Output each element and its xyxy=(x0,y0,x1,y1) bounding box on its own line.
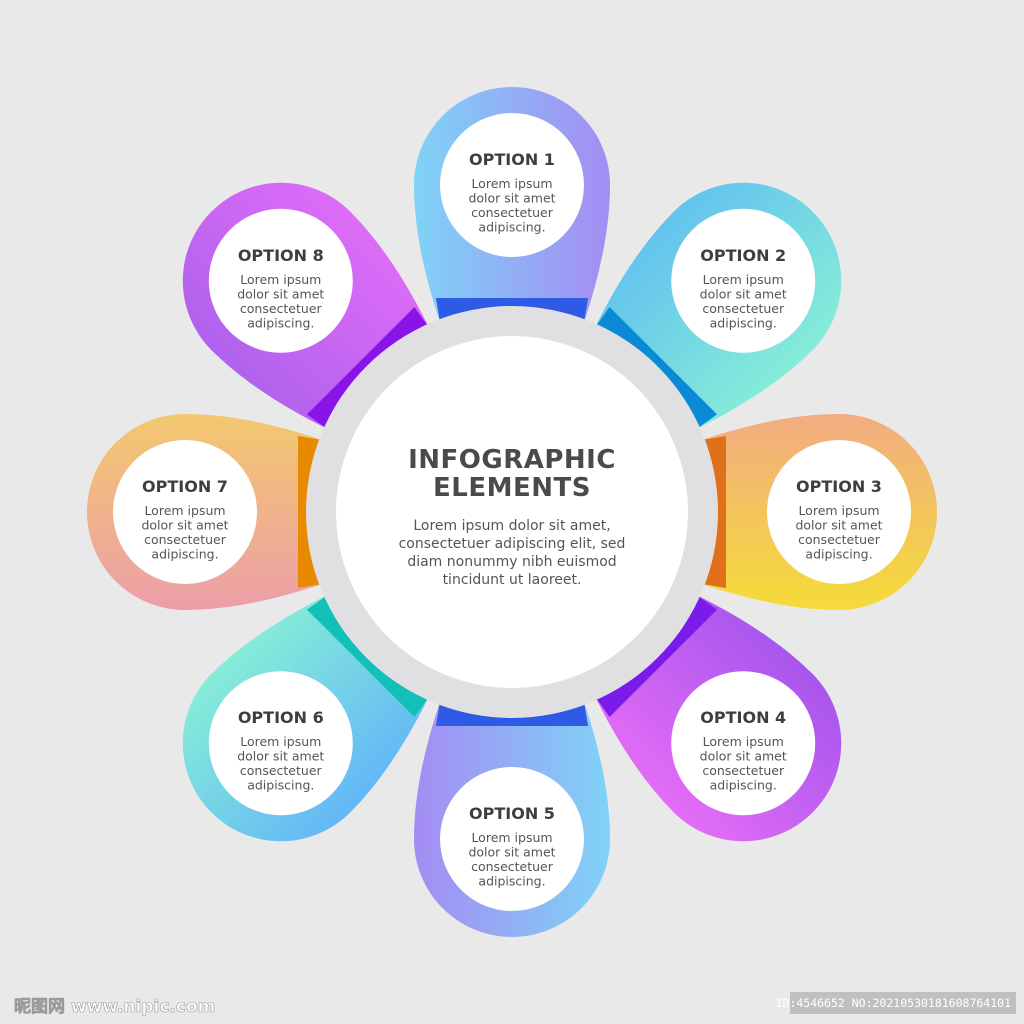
center-body-line-4: tincidunt ut laoreet. xyxy=(443,572,582,588)
option-7-body-line-4: adipiscing. xyxy=(151,547,218,562)
option-6-body-line-3: consectetuer xyxy=(240,763,323,778)
center-title-line-2: ELEMENTS xyxy=(433,473,591,503)
option-2-body-line-3: consectetuer xyxy=(702,301,785,316)
option-1-title: OPTION 1 xyxy=(469,150,555,169)
option-4-title: OPTION 4 xyxy=(700,708,786,727)
option-4-body-line-1: Lorem ipsum xyxy=(703,734,784,749)
option-8-disc xyxy=(208,208,353,353)
option-7-disc xyxy=(113,440,257,584)
option-5-body-line-2: dolor sit amet xyxy=(468,845,555,860)
option-5-body-line-4: adipiscing. xyxy=(478,874,545,889)
option-8-body-line-1: Lorem ipsum xyxy=(240,272,321,287)
option-2-disc xyxy=(671,208,816,353)
option-4-body-line-2: dolor sit amet xyxy=(700,749,787,764)
option-3-title: OPTION 3 xyxy=(796,477,882,496)
option-1-body-line-1: Lorem ipsum xyxy=(471,176,552,191)
option-2-body-line-2: dolor sit amet xyxy=(700,286,787,301)
option-2-body-line-4: adipiscing. xyxy=(710,315,777,330)
option-6-disc xyxy=(208,671,353,816)
option-5-disc xyxy=(440,767,584,911)
option-6-title: OPTION 6 xyxy=(238,708,324,727)
option-5-body-line-3: consectetuer xyxy=(471,859,554,874)
option-7-title: OPTION 7 xyxy=(142,477,228,496)
option-6-body-line-2: dolor sit amet xyxy=(237,749,324,764)
option-8-body-line-3: consectetuer xyxy=(240,301,323,316)
option-5-title: OPTION 5 xyxy=(469,804,555,823)
option-8-title: OPTION 8 xyxy=(238,246,324,265)
option-3-body-line-3: consectetuer xyxy=(798,532,881,547)
option-3-body-line-2: dolor sit amet xyxy=(795,518,882,533)
center-body-line-2: consectetuer adipiscing elit, sed xyxy=(399,536,626,552)
option-2-body-line-1: Lorem ipsum xyxy=(703,272,784,287)
center-body-line-3: diam nonummy nibh euismod xyxy=(407,554,616,570)
option-7-body-line-2: dolor sit amet xyxy=(141,518,228,533)
watermark-group: 昵图网 www.nipic.com ID:4546652 NO:20210530… xyxy=(14,992,1016,1017)
option-1-disc xyxy=(440,113,584,257)
center-text-group: INFOGRAPHIC ELEMENTS Lorem ipsum dolor s… xyxy=(399,445,626,588)
option-5-body-line-1: Lorem ipsum xyxy=(471,830,552,845)
option-3-disc xyxy=(767,440,911,584)
option-1-body-line-4: adipiscing. xyxy=(478,220,545,235)
option-3-body-line-4: adipiscing. xyxy=(805,547,872,562)
option-8-body-line-2: dolor sit amet xyxy=(237,286,324,301)
watermark-right: ID:4546652 NO:20210530181608764101 xyxy=(776,996,1011,1010)
option-4-body-line-4: adipiscing. xyxy=(710,778,777,793)
option-4-body-line-3: consectetuer xyxy=(702,763,785,778)
option-2-title: OPTION 2 xyxy=(700,246,786,265)
option-1-body-line-3: consectetuer xyxy=(471,205,554,220)
option-4-disc xyxy=(671,671,816,816)
option-8-body-line-4: adipiscing. xyxy=(247,315,314,330)
watermark-right-box xyxy=(790,992,1016,1014)
center-body-line-1: Lorem ipsum dolor sit amet, xyxy=(413,518,610,534)
center-disc xyxy=(336,336,688,688)
option-3-body-line-1: Lorem ipsum xyxy=(798,503,879,518)
option-7-body-line-3: consectetuer xyxy=(144,532,227,547)
option-6-body-line-1: Lorem ipsum xyxy=(240,734,321,749)
option-7-body-line-1: Lorem ipsum xyxy=(144,503,225,518)
watermark-left: 昵图网 www.nipic.com xyxy=(14,997,215,1017)
option-6-body-line-4: adipiscing. xyxy=(247,778,314,793)
center-title-line-1: INFOGRAPHIC xyxy=(408,445,616,475)
option-1-body-line-2: dolor sit amet xyxy=(468,191,555,206)
